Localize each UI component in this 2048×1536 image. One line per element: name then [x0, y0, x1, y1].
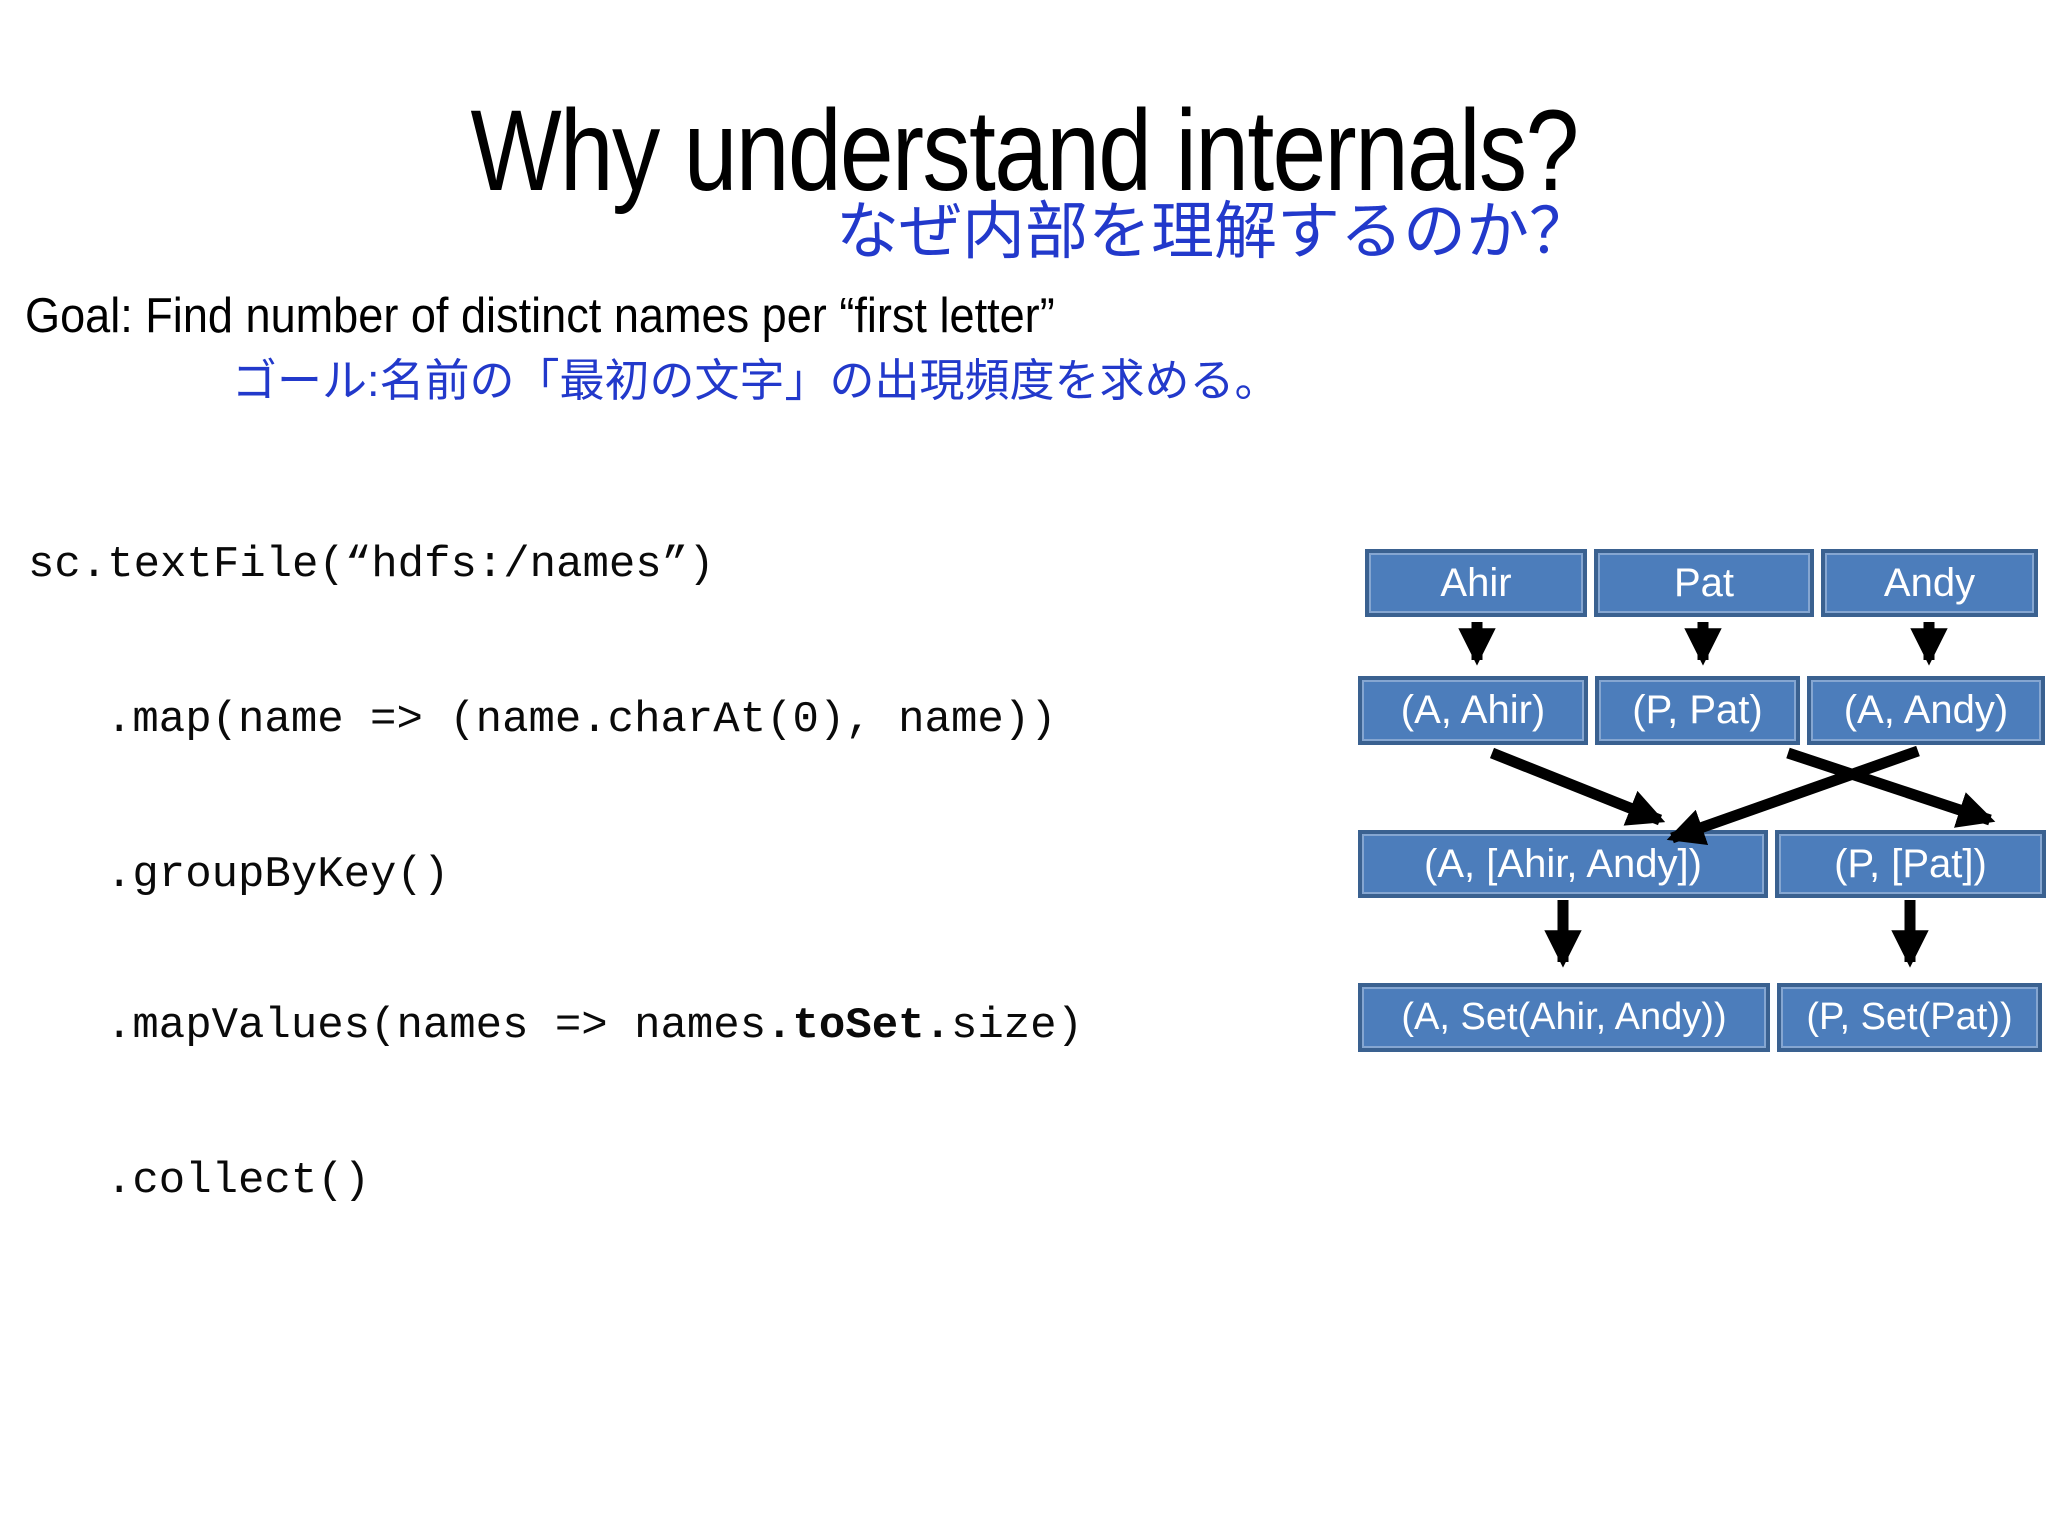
code-line-mapvalues: .mapValues(names => names.toSet.size) [106, 1001, 1083, 1051]
diagram-box-pair-a-andy: (A, Andy) [1807, 676, 2045, 745]
goal-text-japanese: ゴール:名前の「最初の文字」の出現頻度を求める。 [232, 355, 1280, 406]
page-title: Why understand internals? [0, 88, 2048, 215]
page-subtitle-japanese: なぜ内部を理解するのか？ [836, 197, 1592, 267]
diagram-box-name-andy: Andy [1821, 549, 2038, 617]
diagram-box-group-p: (P, [Pat]) [1775, 830, 2046, 898]
code-line-collect: .collect() [106, 1156, 371, 1206]
code-mapvalues-toset-bold: .toSet. [766, 1001, 951, 1051]
diagram-box-pair-a-ahir: (A, Ahir) [1358, 676, 1588, 745]
diagram-box-set-a: (A, Set(Ahir, Andy)) [1358, 983, 1770, 1052]
arrow-a-ahir-to-group-a-icon [1489, 747, 1666, 826]
goal-text-en: Goal: Find number of distinct names per … [25, 288, 1144, 344]
arrow-a-andy-to-group-a-icon [1666, 745, 1920, 846]
page-title-text: Why understand internals? [470, 87, 1579, 215]
diagram-box-name-ahir: Ahir [1365, 549, 1587, 617]
arrow-p-pat-to-group-p-icon [1786, 747, 1996, 828]
diagram-box-group-a: (A, [Ahir, Andy]) [1358, 830, 1768, 898]
code-mapvalues-pre: .mapValues(names => names [106, 1001, 767, 1051]
goal-text-en-inner: Goal: Find number of distinct names per … [25, 289, 1055, 343]
diagram-box-set-p: (P, Set(Pat)) [1777, 983, 2042, 1052]
diagram-box-pair-p-pat: (P, Pat) [1595, 676, 1800, 745]
code-mapvalues-post: size) [950, 1001, 1083, 1051]
code-line-map: .map(name => (name.charAt(0), name)) [106, 695, 1057, 745]
code-line-textfile: sc.textFile(“hdfs:/names”) [28, 540, 715, 590]
code-line-groupbykey: .groupByKey() [106, 850, 450, 900]
diagram-box-name-pat: Pat [1594, 549, 1814, 617]
